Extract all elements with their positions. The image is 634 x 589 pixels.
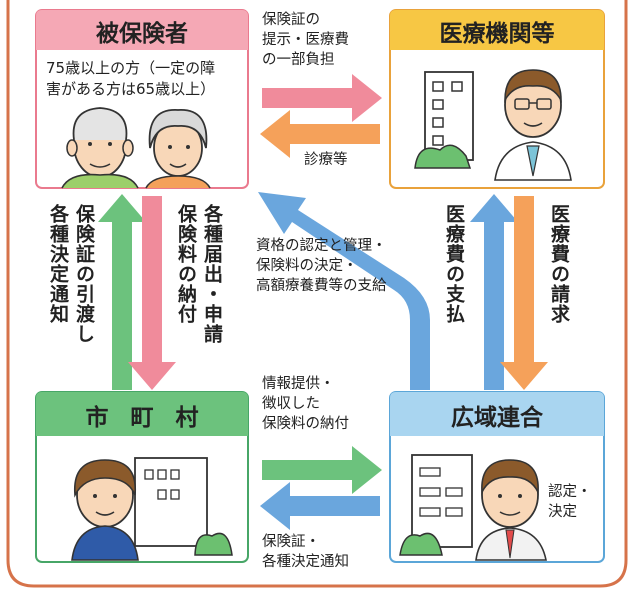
arrow-medical-to-union	[500, 196, 548, 390]
label-insured-to-municipality-a: 各種届出・申請	[201, 204, 223, 344]
arrow-insured-to-medical	[262, 74, 382, 122]
arrow-municipality-to-union	[262, 446, 382, 494]
arrow-insured-to-municipality	[128, 196, 176, 390]
label-union-to-medical: 医療費の支払	[443, 204, 465, 324]
label-union-to-insured: 資格の認定と管理・ 保険料の決定・ 高額療養費等の支給	[256, 238, 387, 294]
hospital-doctor-icon	[414, 69, 572, 181]
municipal-staff-building-icon	[71, 457, 233, 561]
arrow-union-to-municipality	[260, 482, 380, 530]
union-title: 広域連合	[451, 405, 543, 431]
arrow-union-to-medical	[470, 194, 518, 390]
label-medical-to-union: 医療費の請求	[548, 204, 570, 324]
union-staff-building-icon	[399, 454, 547, 561]
insured-note-line2: 害がある方は65歳以上）	[46, 80, 216, 98]
elderly-couple-icon	[61, 107, 211, 189]
union-note: 認定・ 決定	[548, 484, 592, 520]
medical-title: 医療機関等	[439, 21, 555, 47]
label-union-to-municipality: 保険証・ 各種決定通知	[262, 534, 349, 570]
municipality-title: 市町村	[85, 405, 221, 431]
arrow-medical-to-insured	[260, 110, 380, 158]
insured-note-line1: 75歳以上の方（一定の障	[46, 59, 216, 77]
label-insured-to-medical: 保険証の 提示・医療費 の一部負担	[262, 12, 349, 68]
insured-note: 75歳以上の方（一定の障 害がある方は65歳以上）	[46, 58, 246, 100]
label-insured-to-municipality-b: 保険料の納付	[175, 204, 197, 324]
insured-title: 被保険者	[96, 21, 188, 47]
label-municipality-to-insured-b: 各種決定通知	[47, 204, 69, 324]
label-municipality-to-union: 情報提供・ 徴収した 保険料の納付	[262, 376, 349, 432]
arrow-union-to-insured	[258, 192, 430, 390]
label-municipality-to-insured-a: 保険証の引渡し	[73, 204, 95, 344]
label-medical-to-insured: 診療等	[304, 152, 348, 168]
arrow-municipality-to-insured	[98, 194, 146, 390]
outer-frame	[6, 0, 628, 588]
